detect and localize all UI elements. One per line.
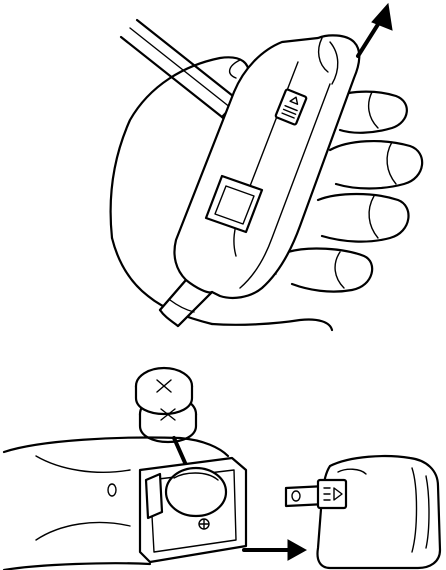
panel-bottom (4, 368, 440, 570)
meter-icon (160, 35, 359, 326)
right-arrow-icon (244, 540, 306, 560)
battery-icon (136, 368, 196, 442)
meter-open-compartment (4, 438, 246, 570)
panel-top (111, 4, 423, 330)
up-arrow-icon (358, 4, 392, 56)
meter-closed-cap (286, 456, 440, 568)
